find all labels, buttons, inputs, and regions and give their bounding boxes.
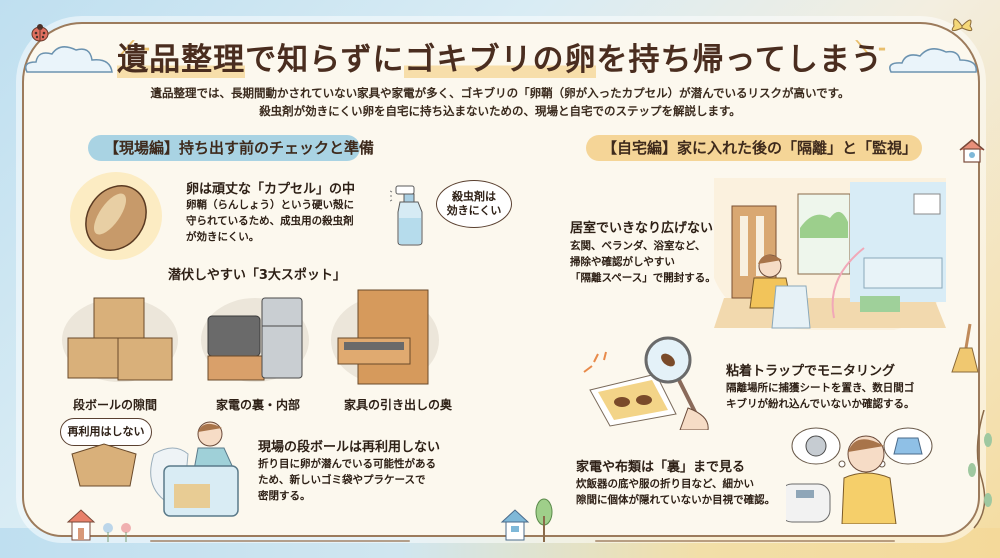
cardboard-boxes-icon <box>62 297 178 382</box>
section-heading-home: 【自宅編】家に入れた後の「隔離」と「監視」 <box>586 135 922 161</box>
spots-title: 潜伏しやすい「3大スポット」 <box>168 268 346 283</box>
spot-label-drawer: 家具の引き出しの奥 <box>343 398 452 412</box>
woman-thinking-illustration <box>786 427 933 524</box>
broom-icon <box>951 323 979 373</box>
title-rays-right: ⟍ ⁃ <box>856 36 887 60</box>
title-highlight-1: 遺品整理 <box>117 42 246 78</box>
house-center-icon <box>500 509 530 541</box>
section-heading-site: 【現場編】持ち出す前のチェックと準備 <box>88 135 374 161</box>
spot-label-cardboard: 段ボールの隙間 <box>72 398 157 412</box>
isolate-block-title: 居室でいきなり広げない <box>570 221 714 236</box>
vine-right-icon <box>968 410 992 529</box>
spot-label-appliances: 家電の裏・内部 <box>215 398 300 412</box>
egg-block-text: 卵鞘（らんしょう）という硬い殻に 守られているため、成虫用の殺虫剤 が効きにくい… <box>186 199 354 243</box>
spray-speech-bubble: 殺虫剤は 効きにくい <box>436 180 512 228</box>
title-highlight-2: ゴキブリの卵 <box>404 42 597 78</box>
cardboard-block-title: 現場の段ボールは再利用しない <box>258 440 441 455</box>
house-left-icon <box>66 509 96 541</box>
woman-sealing-case-icon <box>150 421 239 517</box>
cloud-right-icon <box>889 48 977 73</box>
egg-capsule-icon <box>70 172 162 260</box>
egg-block-title: 卵は頑丈な「カプセル」の中 <box>186 182 356 197</box>
butterfly-icon <box>951 18 973 32</box>
flowers-left-icon <box>103 523 131 542</box>
page-title: 遺品整理で知らずにゴキブリの卵を持ち帰ってしまう <box>117 42 883 78</box>
drawer-chest-icon <box>331 289 439 385</box>
cloud-left-icon <box>24 46 113 73</box>
trap-block-title: 粘着トラップでモニタリング <box>726 364 896 379</box>
inspect-block-title: 家電や布類は「裏」まで見る <box>576 460 746 475</box>
open-box-icon <box>71 443 137 487</box>
spray-bottle-icon <box>390 185 423 246</box>
magnifier-trap-illustration <box>583 336 709 430</box>
isolate-block-text: 玄関、ベランダ、浴室など、 掃除や確認がしやすい 「隔離スペース」で開封する。 <box>570 240 716 284</box>
house-right-icon <box>959 139 985 163</box>
appliances-icon <box>201 297 309 382</box>
tree-icon <box>535 498 553 542</box>
reuse-speech-bubble: 再利用はしない <box>60 418 152 446</box>
ground-line-left <box>150 540 410 542</box>
isolation-room-illustration <box>714 178 946 330</box>
trap-block-text: 隔離場所に捕獲シートを置き、数日間ゴ キブリが紛れ込んでいないか確認する。 <box>726 382 915 410</box>
ground-line-right <box>595 540 895 542</box>
inspect-block-text: 炊飯器の底や服の折り目など、細かい 隙間に個体が隠れていないか目視で確認。 <box>576 478 776 506</box>
ladybug-icon <box>31 24 49 42</box>
cardboard-block-text: 折り目に卵が潜んでいる可能性がある ため、新しいゴミ袋やプラケースで 密閉する。 <box>258 458 436 502</box>
intro-text: 遺品整理では、長期間動かされていない家具や家電が多く、ゴキブリの「卵鞘（卵が入っ… <box>150 86 850 118</box>
